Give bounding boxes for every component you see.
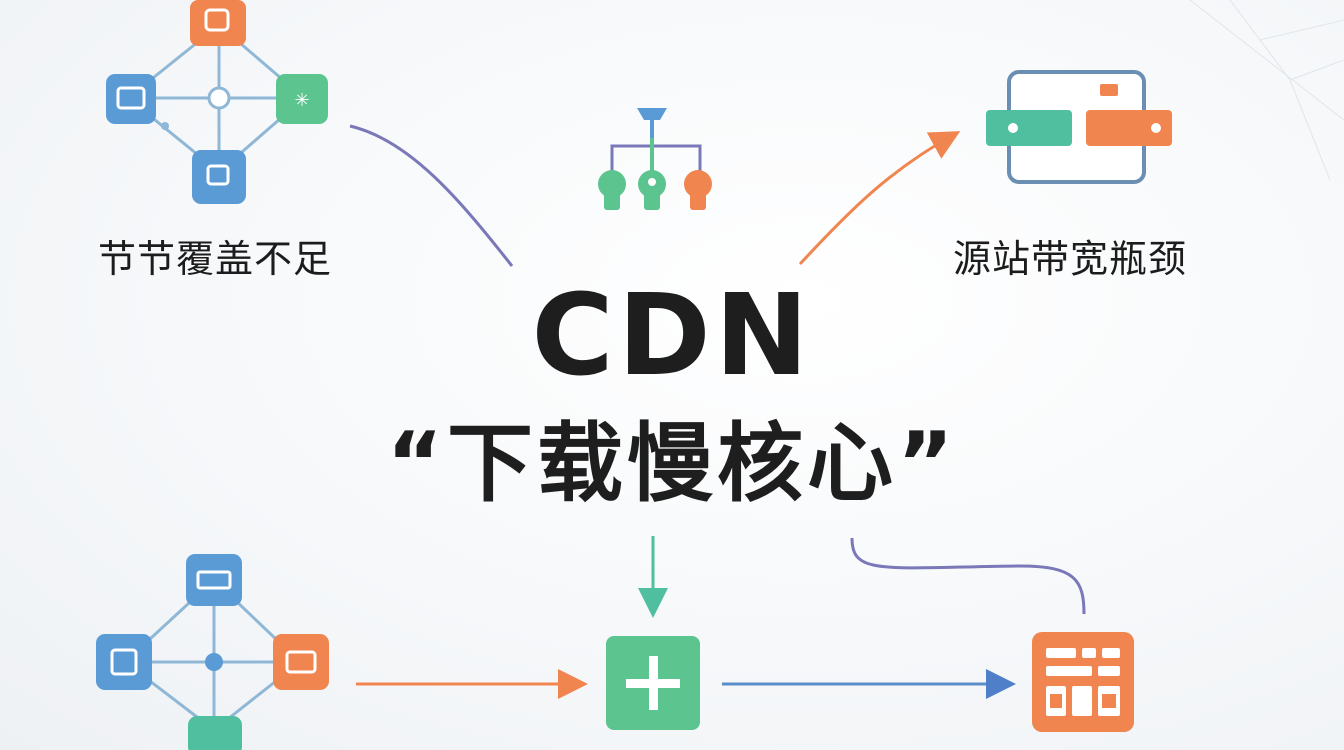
hierarchy-tree-icon — [598, 108, 712, 210]
title-main: CDN — [531, 271, 813, 401]
background-network-lines — [1189, 0, 1344, 181]
title-sub: “下载慢核心” — [386, 414, 958, 514]
connector-arrow — [798, 131, 961, 266]
label-origin-bandwidth: 源站带宽瓶颈 — [953, 237, 1188, 281]
node-network-icon — [96, 554, 329, 750]
server-rack-icon — [986, 70, 1172, 184]
node-network-icon: ✳ — [106, 0, 328, 204]
connector-line — [349, 124, 514, 267]
label-node-coverage: 节节覆盖不足 — [98, 237, 333, 281]
plus-icon — [606, 636, 700, 730]
svg-text:✳: ✳ — [294, 90, 309, 111]
dashboard-grid-icon — [1032, 632, 1134, 732]
connector-line — [850, 537, 1086, 615]
